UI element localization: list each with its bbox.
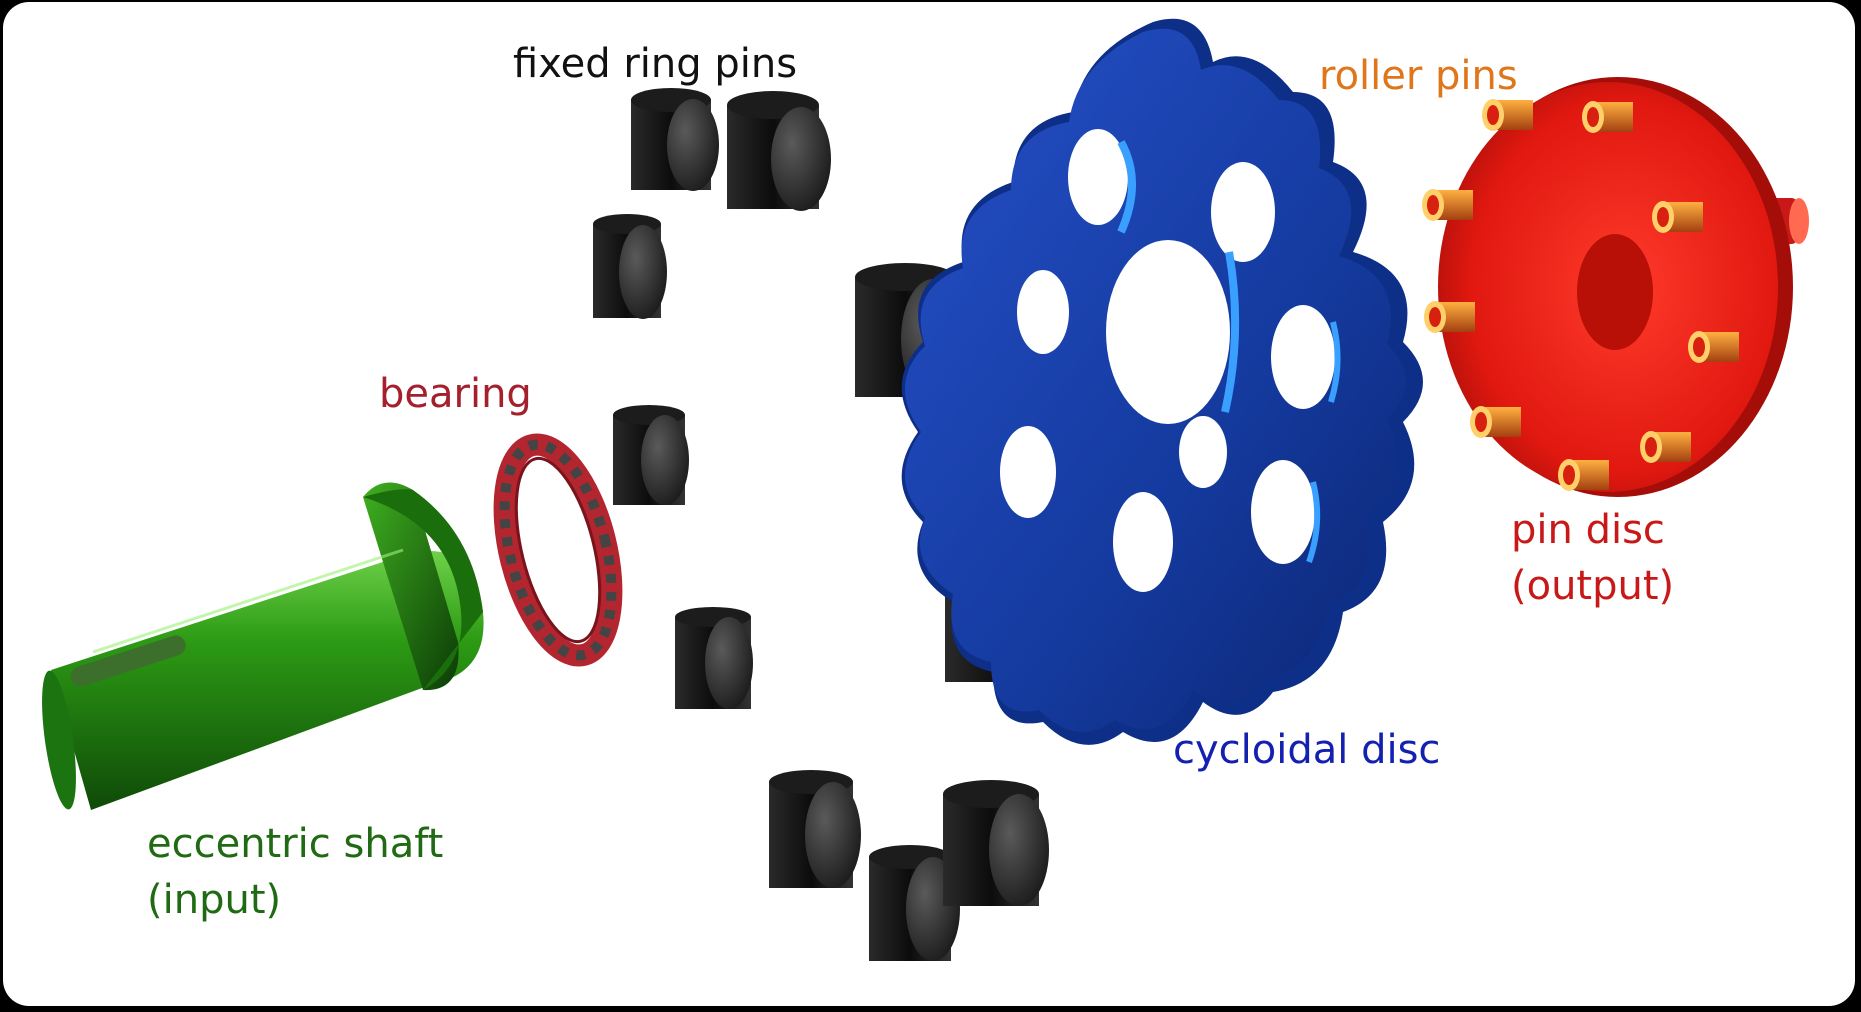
label-cycloidal-disc: cycloidal disc bbox=[1173, 722, 1440, 778]
roller-pin bbox=[1640, 431, 1691, 463]
ring-pin bbox=[593, 214, 667, 319]
label-shaft-input: (input) bbox=[147, 872, 281, 928]
diagram-card: fixed ring pins roller pins bearing pin … bbox=[3, 2, 1855, 1006]
needle-bearing bbox=[485, 434, 630, 667]
label-pin-disc-output: (output) bbox=[1511, 558, 1674, 614]
ring-pin bbox=[613, 405, 689, 505]
label-roller-pins: roller pins bbox=[1319, 48, 1518, 104]
label-fixed-ring-pins: fixed ring pins bbox=[513, 36, 797, 92]
label-eccentric-shaft: eccentric shaft bbox=[147, 816, 443, 872]
ring-pin bbox=[727, 91, 831, 211]
cycloidal-disc bbox=[902, 19, 1423, 745]
pin-disc-bore bbox=[1577, 234, 1653, 350]
roller-pin bbox=[1424, 301, 1475, 333]
ring-pin bbox=[631, 88, 719, 191]
roller-pin bbox=[1652, 201, 1703, 233]
ring-pin bbox=[675, 607, 753, 709]
ring-pin bbox=[769, 770, 861, 888]
roller-pin bbox=[1558, 459, 1609, 491]
roller-pin bbox=[1422, 189, 1473, 221]
eccentric-shaft bbox=[35, 482, 483, 811]
label-bearing: bearing bbox=[379, 366, 532, 422]
ring-pin bbox=[943, 780, 1049, 906]
disc-center-hole bbox=[1106, 240, 1230, 424]
roller-pin bbox=[1582, 101, 1633, 133]
pin-disc bbox=[1422, 77, 1809, 497]
label-pin-disc: pin disc bbox=[1511, 502, 1665, 558]
roller-pin bbox=[1688, 331, 1739, 363]
roller-pin bbox=[1470, 406, 1521, 438]
